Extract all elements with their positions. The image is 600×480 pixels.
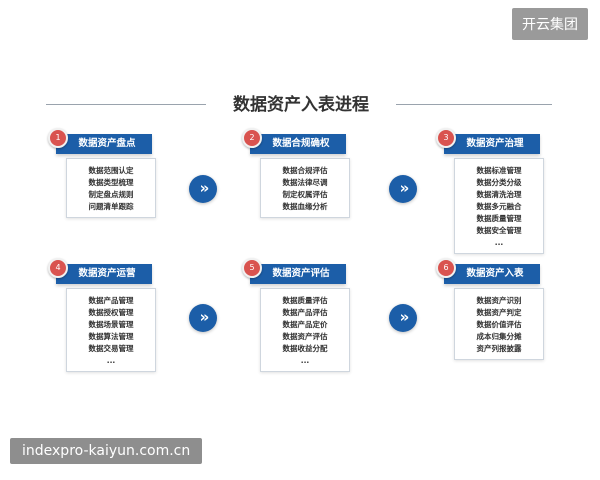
step-item: 制定盘点规则 (88, 190, 134, 199)
step-item: 数据资产判定 (476, 308, 522, 317)
step-item: 数据质量评估 (282, 296, 328, 305)
step-item: 数据法律尽调 (282, 178, 328, 187)
step-items-6: 数据资产识别 数据资产判定 数据价值评估 成本归集分摊 资产列报披露 (454, 288, 544, 360)
step-title-3: 数据资产治理 (444, 134, 540, 154)
next-step-arrow-icon: » (189, 304, 217, 332)
step-item: 数据标准管理 (476, 166, 522, 175)
step-number-5: 5 (242, 258, 262, 278)
step-number-6: 6 (436, 258, 456, 278)
step-item: 数据清洗治理 (476, 190, 522, 199)
step-title-4: 数据资产运营 (56, 264, 152, 284)
step-item-ellipsis: ... (106, 356, 116, 365)
step-item: 数据产品评估 (282, 308, 328, 317)
step-item: 数据多元融合 (476, 202, 522, 211)
step-number-2: 2 (242, 128, 262, 148)
step-item: 数据产品定价 (282, 320, 328, 329)
next-step-arrow-icon: » (389, 304, 417, 332)
step-item: 资产列报披露 (476, 344, 522, 353)
step-item: 数据资产识别 (476, 296, 522, 305)
step-title-2: 数据合规确权 (250, 134, 346, 154)
step-item: 数据交易管理 (88, 344, 134, 353)
step-item: 数据算法管理 (88, 332, 134, 341)
step-items-1: 数据范围认定 数据类型梳理 制定盘点规则 问题清单跟踪 (66, 158, 156, 218)
step-title-5: 数据资产评估 (250, 264, 346, 284)
step-item: 数据收益分配 (282, 344, 328, 353)
watermark-brand: 开云集团 (512, 8, 588, 40)
step-item: 成本归集分摊 (476, 332, 522, 341)
step-item: 数据安全管理 (476, 226, 522, 235)
step-items-4: 数据产品管理 数据授权管理 数据场景管理 数据算法管理 数据交易管理 ... (66, 288, 156, 372)
step-number-3: 3 (436, 128, 456, 148)
step-item: 数据血缘分析 (282, 202, 328, 211)
next-step-arrow-icon: » (189, 175, 217, 203)
step-item: 数据授权管理 (88, 308, 134, 317)
step-item: 数据类型梳理 (88, 178, 134, 187)
step-item: 数据范围认定 (88, 166, 134, 175)
watermark-url: indexpro-kaiyun.com.cn (10, 438, 203, 464)
step-item: 数据产品管理 (88, 296, 134, 305)
step-title-6: 数据资产入表 (444, 264, 540, 284)
step-item: 制定权属评估 (282, 190, 328, 199)
step-title-1: 数据资产盘点 (56, 134, 152, 154)
step-item: 数据分类分级 (476, 178, 522, 187)
step-item: 数据价值评估 (476, 320, 522, 329)
step-item: 数据质量管理 (476, 214, 522, 223)
step-item-ellipsis: ... (494, 238, 504, 247)
diagram-title: 数据资产入表进程 (233, 95, 369, 115)
title-divider-left (46, 104, 206, 105)
step-item: 数据场景管理 (88, 320, 134, 329)
step-number-1: 1 (48, 128, 68, 148)
title-divider-right (396, 104, 552, 105)
step-item: 数据资产评估 (282, 332, 328, 341)
title-row: 数据资产入表进程 (0, 84, 600, 115)
step-number-4: 4 (48, 258, 68, 278)
step-item: 问题清单跟踪 (88, 202, 134, 211)
next-step-arrow-icon: » (389, 175, 417, 203)
step-items-5: 数据质量评估 数据产品评估 数据产品定价 数据资产评估 数据收益分配 ... (260, 288, 350, 372)
step-item: 数据合规评估 (282, 166, 328, 175)
step-items-3: 数据标准管理 数据分类分级 数据清洗治理 数据多元融合 数据质量管理 数据安全管… (454, 158, 544, 254)
step-item-ellipsis: ... (300, 356, 310, 365)
step-items-2: 数据合规评估 数据法律尽调 制定权属评估 数据血缘分析 (260, 158, 350, 218)
